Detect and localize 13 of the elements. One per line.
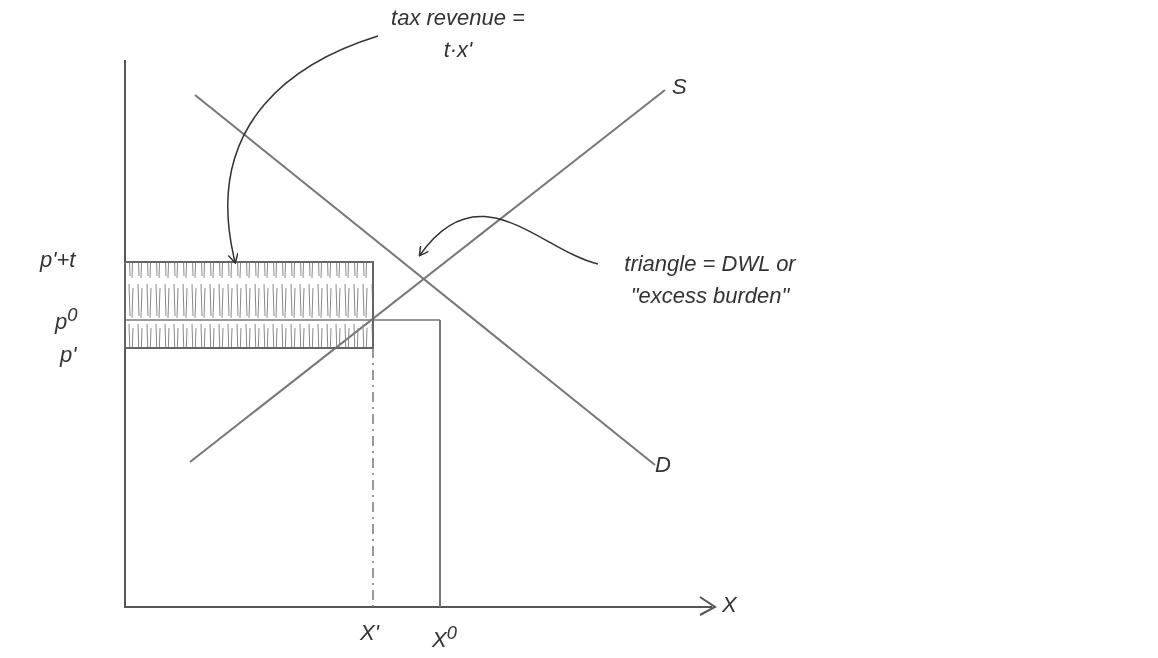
price-label: p'+t: [40, 246, 76, 274]
axis-label: X: [722, 591, 737, 619]
leader-arrow: [227, 35, 379, 264]
quantity-label: X': [360, 619, 379, 647]
curve-label: D: [655, 451, 671, 479]
callout-text: triangle = DWL or "excess burden": [600, 248, 820, 312]
curve-label: S: [672, 73, 687, 101]
callout-text: tax revenue = t·x': [378, 2, 538, 66]
quantity-label: X$^{0}$: [432, 621, 457, 655]
price-label: p': [60, 341, 77, 369]
leader-arrow: [418, 215, 599, 265]
price-label: p$^{0}$: [55, 303, 78, 337]
shaded-area: [124, 261, 374, 349]
